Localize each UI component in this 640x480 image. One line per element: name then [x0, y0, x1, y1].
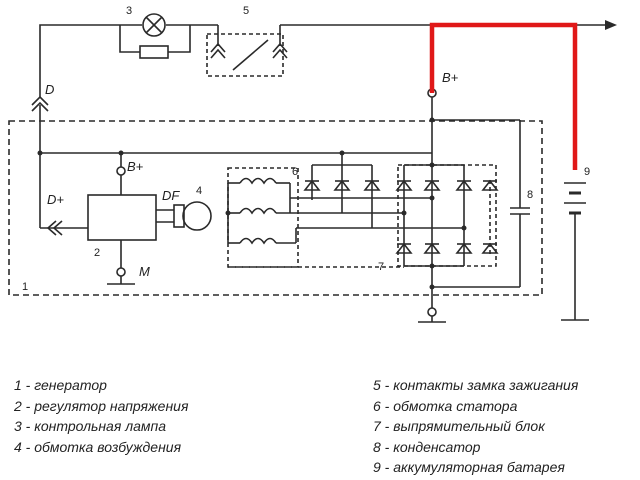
stator-coil-1: [239, 177, 277, 185]
label-generator: 1: [22, 281, 28, 293]
legend-item: 6 - обмотка статора: [373, 397, 518, 414]
stator-coil-2: [239, 207, 277, 215]
label-battery: 9: [584, 166, 590, 178]
label-terminal-d-plus: D+: [47, 192, 64, 207]
legend-right: 5 - контакты замка зажигания 6 - обмотка…: [373, 375, 578, 478]
excitation-winding-icon: [182, 201, 212, 231]
legend-item: 2 - регулятор напряжения: [14, 397, 189, 414]
battery-charge-wire: [429, 22, 578, 170]
wire-lamp-feed: [39, 24, 120, 97]
regulator-m-terminal: [116, 267, 126, 277]
label-capacitor: 8: [527, 189, 533, 201]
legend-item: 7 - выпрямительный блок: [373, 418, 545, 434]
ignition-switch-box: [206, 33, 284, 77]
label-rectifier: 7: [378, 261, 384, 273]
legend-item: 8 - конденсатор: [373, 438, 481, 455]
label-terminal-df: DF: [162, 188, 180, 203]
label-lamp: 3: [126, 5, 132, 17]
label-terminal-b-plus-out: B+: [442, 70, 459, 85]
label-ignition: 5: [243, 5, 249, 17]
rectifier-diodes-upper: [396, 180, 498, 191]
legend-left: 1 - генератор 2 - регулятор напряжения 3…: [14, 375, 188, 457]
voltage-regulator: [87, 194, 157, 241]
legend-item: 3 - контрольная лампа: [14, 418, 166, 434]
legend-item: 4 - обмотка возбуждения: [14, 438, 182, 455]
label-stator: 6: [292, 166, 298, 178]
warning-lamp-icon: [142, 13, 166, 37]
label-terminal-m: M: [139, 264, 150, 279]
resistor-icon: [139, 45, 169, 59]
rectifier-block: [397, 164, 497, 267]
rectifier-diodes-lower: [396, 243, 498, 254]
legend-item: 1 - генератор: [14, 377, 107, 393]
legend-item: 5 - контакты замка зажигания: [373, 377, 579, 393]
label-excitation: 4: [196, 185, 202, 197]
label-regulator: 2: [94, 247, 100, 259]
regulator-b-plus-terminal: [116, 166, 126, 176]
stator-coil-3: [239, 237, 277, 245]
legend-item: 9 - аккумуляторная батарея: [373, 459, 565, 475]
label-terminal-d: D: [45, 82, 54, 97]
generator-box: [8, 120, 543, 296]
label-terminal-b-plus-reg: B+: [127, 159, 144, 174]
output-arrow-icon: [605, 20, 617, 30]
ignition-contact: [232, 39, 269, 71]
